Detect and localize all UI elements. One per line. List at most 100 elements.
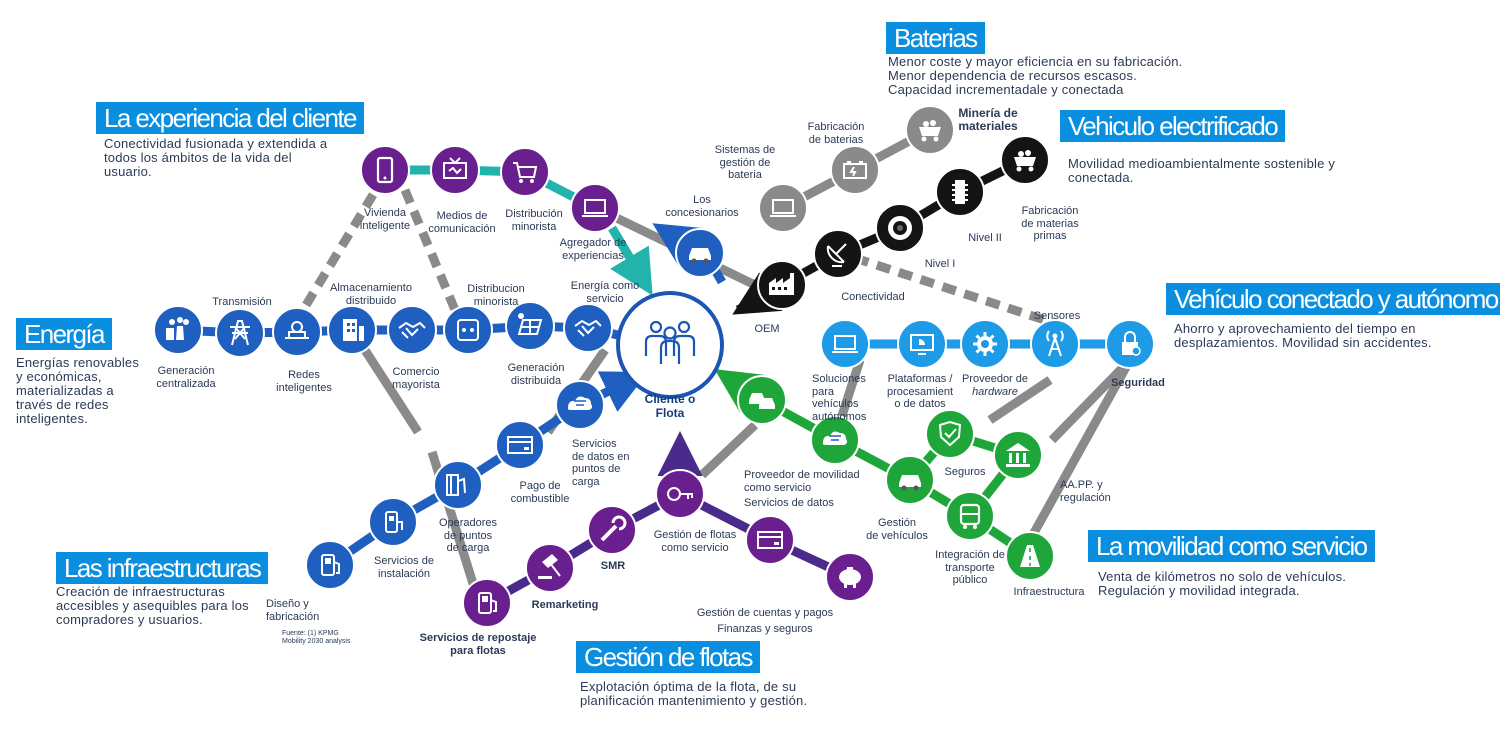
node-31: [825, 552, 875, 602]
node-25: [305, 540, 355, 590]
node-label-nivel-ii: Nivel II: [968, 232, 1002, 244]
tv-icon: [443, 157, 467, 179]
node-38: [1005, 531, 1055, 581]
car-icon: [899, 475, 921, 491]
fuel-pump-icon: [478, 592, 497, 614]
title-baterias: Baterias: [886, 22, 985, 54]
node-label-fabricacion-baterias: Fabricación de baterias: [807, 121, 865, 146]
node-label-plataformas: Plataformas / procesamient o de datos: [886, 373, 954, 410]
node-label-transmision: Transmisión: [212, 296, 272, 308]
node-23: [433, 460, 483, 510]
title-vehiculo-conectado: Vehículo conectado y autónomo: [1166, 283, 1500, 315]
shield-icon: [938, 420, 962, 447]
storage-building-icon: [343, 319, 364, 341]
node-27: [525, 543, 575, 593]
node-label-cuentas-pagos: Gestión de cuentas y pagos Finanzas y se…: [696, 607, 834, 635]
node-36: [993, 430, 1043, 480]
node-label-smr: SMR: [600, 560, 626, 572]
title-movilidad-servicio: La movilidad como servicio: [1088, 530, 1375, 562]
bus-icon: [959, 503, 981, 529]
node-20: [563, 303, 613, 353]
node-0: [905, 105, 955, 155]
people-group-icon: [644, 320, 696, 364]
node-18: [443, 305, 493, 355]
node-label-sensores: Sensores: [1033, 310, 1081, 322]
desc-experiencia: Conectividad fusionada y extendida a tod…: [104, 136, 328, 179]
tire-icon: [888, 216, 912, 240]
node-35: [925, 409, 975, 459]
node-label-fabricacion-materias: Fabricación de materias primas: [1021, 205, 1079, 242]
node-37: [945, 491, 995, 541]
node-label-instalacion: Servicios de instalación: [374, 555, 434, 580]
node-label-nivel-i: Nivel I: [924, 258, 956, 270]
node-label-redes: Redes inteligentes: [276, 369, 332, 394]
node-label-proveedor-movilidad: Proveedor de movilidad como servicio: [744, 469, 860, 494]
node-label-pago-combustible: Pago de combustible: [510, 480, 570, 505]
center-node: [616, 291, 724, 399]
credit-card-icon: [757, 531, 783, 549]
road-icon: [1020, 545, 1040, 567]
nodes-layer: [153, 105, 1155, 628]
desc-movilidad-servicio: Venta de kilómetros no solo de vehículos…: [1098, 569, 1347, 598]
node-label-agregador: Agregador de experiencias: [559, 237, 627, 262]
battery-icon: [843, 161, 867, 179]
title-infraestructuras: Las infraestructuras: [56, 552, 269, 584]
node-42: [1030, 319, 1080, 369]
node-label-diseno: Diseño y fabricación: [266, 598, 320, 623]
node-label-servicios-datos-carga: Servicios de datos en puntos de carga: [572, 438, 630, 488]
satellite-dish-icon: [826, 243, 847, 267]
node-30: [745, 515, 795, 565]
mining-cart-icon: [1014, 150, 1036, 172]
title-gestion-flotas: Gestión de flotas: [576, 641, 760, 673]
handshake-icon: [574, 319, 602, 337]
title-vehiculo-electrificado: Vehiculo electrificado: [1060, 110, 1286, 142]
power-outlet-icon: [457, 319, 479, 341]
solar-panel-icon: [517, 313, 543, 335]
node-34: [885, 455, 935, 505]
credit-card-icon: [507, 436, 533, 454]
smartphone-icon: [376, 156, 394, 184]
node-10: [430, 145, 480, 195]
shopping-cart-icon: [513, 162, 538, 183]
node-label-mineria: Minería de materiales: [958, 106, 1018, 133]
laptop-icon: [770, 199, 796, 217]
node-label-comercio: Comercio mayorista: [392, 366, 440, 391]
gas-station-icon: [446, 474, 466, 496]
node-39: [820, 319, 870, 369]
source-note: Fuente: (1) KPMG Mobility 2030 analysis: [282, 630, 351, 645]
node-9: [360, 145, 410, 195]
desc-vehiculo-electrificado: Movilidad medioambientalmente sostenible…: [1068, 156, 1336, 185]
power-plant-icon: [166, 317, 189, 340]
connected-arrow: [735, 294, 763, 314]
component-icon: [952, 180, 968, 204]
key-icon: [667, 487, 693, 501]
government-building-icon: [1006, 443, 1030, 467]
wrench-icon: [600, 515, 627, 542]
node-32: [737, 375, 787, 425]
node-label-oem: OEM: [754, 323, 780, 335]
node-43: [1105, 319, 1155, 369]
node-label-infraestructura: Infraestructura: [1013, 586, 1085, 598]
node-21: [555, 380, 605, 430]
node-label-conectividad: Conectividad: [841, 291, 905, 303]
cloud-data-icon: [822, 431, 848, 445]
mining-cart-icon: [919, 120, 941, 142]
node-6: [813, 229, 863, 279]
node-label-concesionarios: Los concesionarios: [665, 194, 739, 219]
node-17: [387, 305, 437, 355]
handshake-icon: [398, 321, 426, 339]
node-label-servicios-datos: Servicios de datos: [744, 497, 834, 509]
smart-grid-icon: [285, 321, 309, 339]
node-24: [368, 497, 418, 547]
node-33: [810, 415, 860, 465]
node-label-integracion: Integración de transporte público: [935, 549, 1005, 586]
center-label: Cliente o Flota: [644, 392, 696, 420]
node-28: [587, 505, 637, 555]
node-label-soluciones: Soluciones para vehículos autónomos: [812, 373, 867, 423]
node-label-repostaje: Servicios de repostaje para flotas: [419, 632, 537, 657]
transmission-tower-icon: [230, 320, 250, 346]
charger-icon: [385, 511, 403, 533]
node-label-distribucion-minorista-exp: Distribución minorista: [505, 208, 563, 233]
car-icon: [689, 248, 711, 264]
